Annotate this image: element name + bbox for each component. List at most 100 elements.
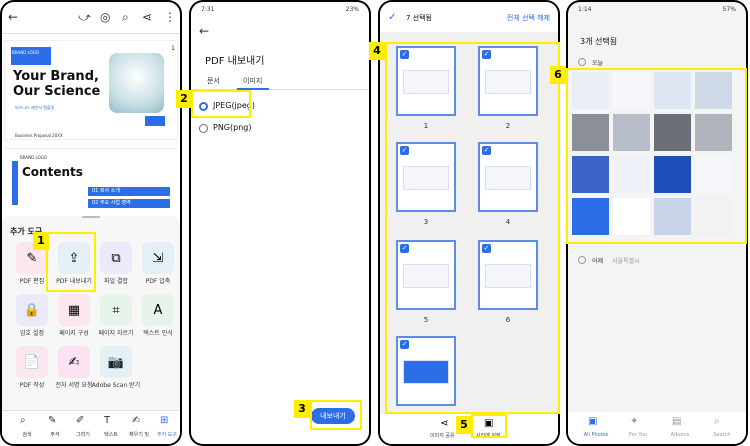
contents-title: Contents: [22, 165, 83, 179]
document-page-1: BRAND LOGO Your Brand, Our Science 비즈니스 …: [4, 40, 178, 140]
bottom-tool-2-icon[interactable]: ✐: [76, 415, 85, 426]
gallery-photo-16[interactable]: [695, 198, 732, 235]
share-forward-icon[interactable]: ⤻: [78, 10, 91, 24]
bottom-tool-3-label: 텍스트: [104, 432, 118, 438]
gallery-nav-1-label: For You: [628, 432, 648, 438]
tool-0-label: PDF 편집: [19, 278, 45, 285]
radio-selected-icon[interactable]: [199, 102, 208, 111]
hero-footer: Business Proposal 20XX: [15, 133, 63, 138]
page-number: 1: [171, 45, 175, 52]
bottom-tool-1-label: 주석: [50, 432, 60, 438]
tool-10[interactable]: 📷: [100, 346, 132, 378]
tool-3[interactable]: ⇲: [142, 242, 174, 274]
bottom-tool-0-icon[interactable]: ⌕: [20, 415, 26, 426]
page-check-icon[interactable]: ✓: [400, 50, 409, 59]
tab-image[interactable]: 이미지: [243, 77, 263, 85]
gallery-photo-8[interactable]: [695, 114, 732, 151]
gallery-photo-5[interactable]: [572, 114, 609, 151]
gallery-photo-14[interactable]: [613, 198, 650, 235]
tool-8[interactable]: 📄: [16, 346, 48, 378]
gallery-photo-9[interactable]: [572, 156, 609, 193]
tab-document[interactable]: 문서: [207, 77, 220, 85]
more-icon[interactable]: ⋮: [164, 10, 176, 24]
deselect-all-button[interactable]: 전체 선택 해제: [506, 14, 550, 22]
tool-6-label: 페이지 자르기: [98, 330, 134, 337]
comment-icon[interactable]: ◎: [100, 10, 111, 24]
highlight-pages: [385, 42, 560, 414]
tool-0-icon: ✎: [26, 250, 38, 266]
tool-6[interactable]: ⌗: [100, 294, 132, 326]
gallery-photo-12[interactable]: [695, 156, 732, 193]
gallery-nav-2-icon[interactable]: ▤: [672, 416, 682, 427]
share-icon[interactable]: ⋖: [440, 418, 449, 429]
share-icon[interactable]: ⋖: [142, 10, 153, 24]
tool-4[interactable]: 🔒: [16, 294, 48, 326]
yesterday-label: 어제: [592, 258, 604, 265]
page-preview: [485, 70, 531, 94]
tool-9[interactable]: ✍: [58, 346, 90, 378]
page-thumb-7[interactable]: ✓: [396, 336, 456, 406]
phone-adobe-acrobat: ← ⤻ ◎ ⌕ ⋖ ⋮ BRAND LOGO Your Brand, Our S…: [0, 0, 182, 446]
bottom-tool-3-icon[interactable]: T: [104, 415, 111, 426]
bottom-tool-1-icon[interactable]: ✎: [48, 415, 57, 426]
step-badge-3: 3: [294, 400, 310, 418]
save-photo-icon[interactable]: ▣: [484, 418, 494, 429]
hero-subtitle: 비즈니스 제안서 템플릿: [15, 105, 55, 110]
select-today-radio[interactable]: [578, 58, 586, 66]
check-icon[interactable]: ✓: [388, 12, 397, 23]
highlight-save-photos: [471, 414, 507, 438]
page-check-icon[interactable]: ✓: [482, 244, 491, 253]
gallery-photo-3[interactable]: [654, 72, 691, 109]
page-preview: [403, 264, 449, 288]
page-check-icon[interactable]: ✓: [400, 340, 409, 349]
gallery-photo-4[interactable]: [695, 72, 732, 109]
page-number-6: 6: [505, 316, 511, 324]
tool-5[interactable]: ▦: [58, 294, 90, 326]
step-badge-6: 6: [550, 66, 566, 84]
tool-7-label: 텍스트 인식: [143, 330, 173, 337]
bottom-tool-5-icon[interactable]: ⊞: [160, 415, 169, 426]
page-thumb-2[interactable]: ✓: [478, 46, 538, 116]
page-number-3: 3: [423, 218, 429, 226]
gallery-nav-1-icon[interactable]: ✦: [630, 416, 639, 427]
back-arrow-icon[interactable]: ←: [199, 24, 210, 38]
side-accent: [12, 161, 18, 205]
page-thumb-1[interactable]: ✓: [396, 46, 456, 116]
page-thumb-6[interactable]: ✓: [478, 240, 538, 310]
page-thumb-3[interactable]: ✓: [396, 142, 456, 212]
gallery-photo-10[interactable]: [613, 156, 650, 193]
back-arrow-icon[interactable]: ←: [8, 10, 19, 24]
option-png-label: PNG(png): [213, 123, 252, 132]
radio-unselected-icon[interactable]: [199, 124, 208, 133]
bottom-tool-0-label: 검색: [22, 432, 32, 438]
gallery-photo-2[interactable]: [613, 72, 650, 109]
page-thumb-5[interactable]: ✓: [396, 240, 456, 310]
gallery-photo-1[interactable]: [572, 72, 609, 109]
page-check-icon[interactable]: ✓: [482, 146, 491, 155]
bottom-tool-4-icon[interactable]: ✍: [132, 415, 141, 426]
gallery-photo-15[interactable]: [654, 198, 691, 235]
tool-2[interactable]: ⧉: [100, 242, 132, 274]
gallery-photo-6[interactable]: [613, 114, 650, 151]
tool-0[interactable]: ✎: [16, 242, 48, 274]
tool-7[interactable]: A: [142, 294, 174, 326]
page-check-icon[interactable]: ✓: [482, 50, 491, 59]
page-check-icon[interactable]: ✓: [400, 146, 409, 155]
export-button[interactable]: 내보내기: [311, 408, 355, 424]
status-battery: 23%: [345, 6, 359, 13]
page-check-icon[interactable]: ✓: [400, 244, 409, 253]
gallery-photo-7[interactable]: [654, 114, 691, 151]
hero-title-line1: Your Brand,: [13, 69, 99, 84]
select-yesterday-radio[interactable]: [578, 256, 586, 264]
gallery-nav-3-icon[interactable]: ⌕: [714, 416, 720, 427]
drawer-handle[interactable]: [82, 216, 100, 218]
yesterday-location: 서울특별시: [612, 258, 640, 265]
tool-1[interactable]: ⇪: [58, 242, 90, 274]
gallery-nav-0-icon[interactable]: ▣: [588, 416, 598, 427]
gallery-photo-11[interactable]: [654, 156, 691, 193]
page-thumb-4[interactable]: ✓: [478, 142, 538, 212]
search-icon[interactable]: ⌕: [122, 10, 129, 24]
gallery-photo-13[interactable]: [572, 198, 609, 235]
document-page-2: BRAND LOGO Contents 01 회사 소개 02 주요 사업 영역: [4, 148, 178, 214]
tool-2-label: 파일 결합: [104, 278, 128, 285]
